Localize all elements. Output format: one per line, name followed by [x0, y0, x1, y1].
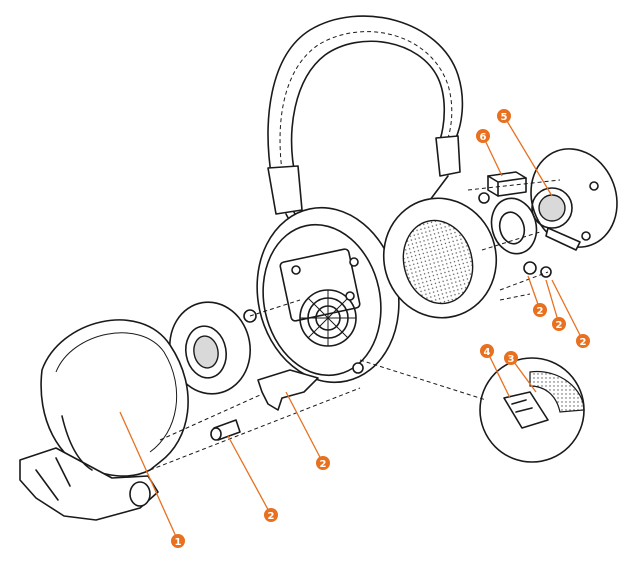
callout-6: 6 [476, 129, 490, 143]
callout-5: 5 [497, 109, 511, 123]
svg-text:6: 6 [480, 132, 487, 143]
detail-inset [479, 357, 585, 463]
svg-text:2: 2 [580, 337, 587, 348]
svg-text:1: 1 [175, 537, 182, 548]
callout-2b: 2 [316, 456, 330, 470]
callout-2c: 2 [533, 303, 547, 317]
left-outer-shell [19, 319, 189, 521]
svg-text:2: 2 [537, 306, 544, 317]
callout-4: 4 [480, 344, 494, 358]
svg-text:2: 2 [268, 511, 275, 522]
assembly-lines [149, 179, 561, 471]
svg-text:2: 2 [320, 459, 327, 470]
callouts: 1 2 2 2 2 2 3 4 5 6 [171, 109, 590, 548]
right-internal-parts [478, 171, 552, 278]
svg-text:2: 2 [556, 320, 563, 331]
callout-1: 1 [171, 534, 185, 548]
svg-text:5: 5 [501, 112, 508, 123]
right-ear-cushion [382, 197, 498, 319]
callout-2a: 2 [264, 508, 278, 522]
callout-2e: 2 [576, 334, 590, 348]
left-ear-cup-housing [256, 206, 400, 384]
svg-text:3: 3 [508, 354, 515, 365]
callout-2d: 2 [552, 317, 566, 331]
svg-text:4: 4 [484, 347, 491, 358]
leader-lines [119, 115, 584, 542]
callout-3: 3 [504, 351, 518, 365]
right-cover-plate [530, 148, 618, 251]
left-small-parts [210, 309, 319, 441]
headband [267, 15, 464, 241]
